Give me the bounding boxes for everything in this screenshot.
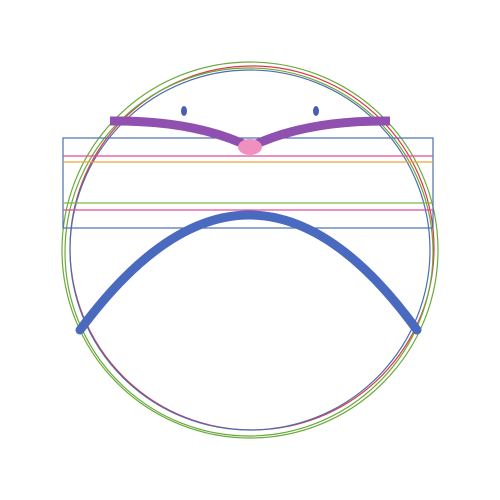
outline-circle-green-inner (64, 67, 434, 437)
headband-rectangle (62, 137, 434, 229)
left-eye (181, 106, 187, 116)
outline-circle-blue (69, 69, 431, 431)
right-eye (313, 106, 319, 116)
outline-circle-green-outer (61, 61, 439, 439)
mouth-arc (75, 210, 422, 335)
nose (238, 139, 262, 155)
